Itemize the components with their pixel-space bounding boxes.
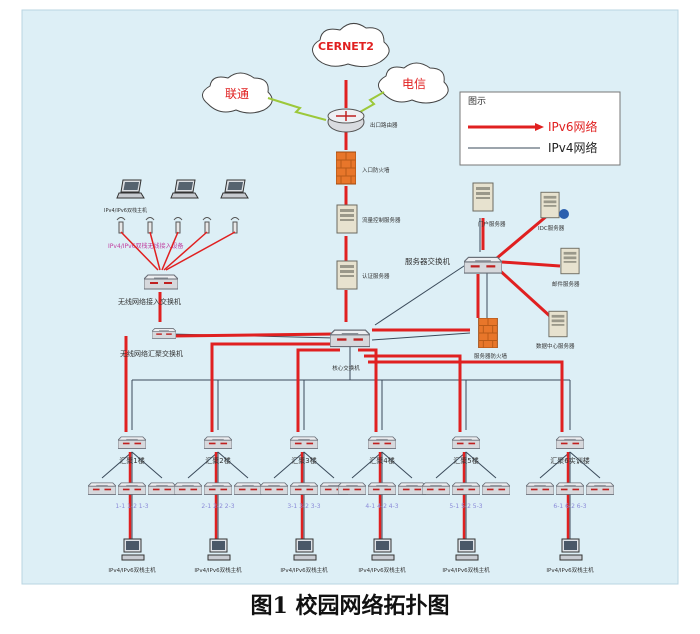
core-switch: 核心交换机: [330, 328, 370, 372]
legend-arrow-icon: [535, 123, 544, 131]
server-datacenter: 数据中心服务器: [536, 310, 575, 350]
server-switch: 服务器交换机: [405, 256, 502, 275]
aggregation-switch-label: 汇聚2楼: [205, 456, 230, 465]
access-switch: [422, 481, 450, 496]
host-pc-icon: [293, 538, 317, 561]
access-switch: [148, 481, 176, 496]
access-switch: [88, 481, 116, 496]
host-label: IPv4/IPv6双栈主机: [546, 566, 594, 574]
server-datacenter-label: 数据中心服务器: [536, 342, 575, 350]
legend: 图示 IPv6网络 IPv4网络: [459, 91, 621, 166]
aggregation-switch: [204, 435, 232, 450]
host-label: IPv4/IPv6双栈主机: [194, 566, 242, 574]
access-switch-label: 3-1 3-2 3-3: [287, 503, 320, 510]
aggregation-switch-label: 汇聚6实训楼: [550, 456, 589, 465]
host-pc-icon: [559, 538, 583, 561]
telecom-link-icon: [359, 91, 385, 113]
access-switch-label: 4-1 4-2 4-3: [365, 503, 398, 510]
wireless-ap-label: IPv4/IPv6双栈无线接入设备: [108, 242, 184, 250]
access-switch: [204, 481, 232, 496]
entrance-firewall-label: 入口防火墙: [362, 166, 390, 174]
access-switch-label: 5-1 5-2 5-3: [449, 503, 482, 510]
legend-title: 图示: [468, 96, 486, 107]
host-label: IPv4/IPv6双栈主机: [358, 566, 406, 574]
unicom-link-icon: [267, 97, 327, 121]
wireless-aggregation-switch-label: 无线网络汇聚交换机: [120, 349, 183, 358]
aggregation-switch-label: 汇聚1楼: [119, 456, 144, 465]
aggregation-switch: [118, 435, 146, 450]
server-firewall: 服务器防火墙: [474, 318, 508, 360]
aggregation-switch-label: 汇聚3楼: [291, 456, 316, 465]
host-label: IPv4/IPv6双栈主机: [442, 566, 490, 574]
cloud-cernet-label: CERNET2: [318, 40, 374, 53]
traffic-server-label: 流量控制服务器: [362, 216, 401, 224]
aggregation-switch: [290, 435, 318, 450]
aggregation-switch: [368, 435, 396, 450]
access-switch: [174, 481, 202, 496]
access-switch: [338, 481, 366, 496]
access-switch: [482, 481, 510, 496]
entrance-firewall: 入口防火墙: [336, 151, 390, 185]
host-label: IPv4/IPv6双栈主机: [108, 566, 156, 574]
host-label: IPv4/IPv6双栈主机: [280, 566, 328, 574]
wireless-access-switch-label: 无线网络接入交换机: [118, 297, 181, 306]
auth-server-label: 认证服务器: [362, 272, 390, 280]
legend-ipv4-label: IPv4网络: [548, 140, 598, 155]
cloud-unicom-label: 联通: [225, 87, 249, 101]
ipv6-links: [124, 80, 564, 432]
figure-caption: 图1 校园网络拓扑图: [250, 593, 450, 619]
access-switch: [234, 481, 262, 496]
access-switch: [586, 481, 614, 496]
auth-server: 认证服务器: [336, 260, 390, 290]
core-switch-label: 核心交换机: [332, 364, 360, 372]
server-idc-label: IDC服务器: [538, 224, 565, 232]
cloud-cernet: CERNET2: [312, 23, 390, 68]
access-switch: [118, 481, 146, 496]
aggregation-switch: [452, 435, 480, 450]
server-idc: IDC服务器: [538, 191, 569, 232]
access-switch: [260, 481, 288, 496]
access-switch: [398, 481, 426, 496]
access-switch: [290, 481, 318, 496]
access-switch-label: 2-1 2-2 2-3: [201, 503, 234, 510]
wireless-section: IPv4/IPv6双栈主机 IPv4/IPv6双栈无线接入设备 无线网络接入交换…: [104, 179, 249, 358]
access-switch-label: 1-1 1-2 1-3: [115, 503, 148, 510]
host-pc-icon: [207, 538, 231, 561]
access-switch: [526, 481, 554, 496]
border-router-label: 出口路由器: [370, 121, 398, 129]
server-mail-label: 邮件服务器: [552, 280, 580, 288]
cloud-telecom-label: 电信: [402, 77, 426, 91]
wireless-clients-label: IPv4/IPv6双栈主机: [104, 207, 147, 214]
server-switch-label: 服务器交换机: [405, 256, 450, 266]
traffic-control-server: 流量控制服务器: [336, 204, 401, 234]
aggregation-switch: [556, 435, 584, 450]
aggregation-switch-label: 汇聚5楼: [453, 456, 478, 465]
access-switch-label: 6-1 6-2 6-3: [553, 503, 586, 510]
access-switch: [368, 481, 396, 496]
aggregation-switch-label: 汇聚4楼: [369, 456, 394, 465]
cloud-unicom: 联通: [202, 72, 273, 114]
access-switch: [556, 481, 584, 496]
cloud-telecom: 电信: [378, 62, 449, 104]
server-portal-label: 门户服务器: [478, 220, 506, 228]
host-pc-icon: [455, 538, 479, 561]
server-firewall-label: 服务器防火墙: [474, 352, 508, 360]
host-pc-icon: [371, 538, 395, 561]
host-pc-icon: [121, 538, 145, 561]
access-switch: [452, 481, 480, 496]
border-router: 出口路由器: [327, 108, 398, 133]
server-mail: 邮件服务器: [552, 247, 580, 288]
server-portal: 门户服务器: [472, 182, 506, 228]
legend-ipv6-label: IPv6网络: [548, 119, 598, 134]
